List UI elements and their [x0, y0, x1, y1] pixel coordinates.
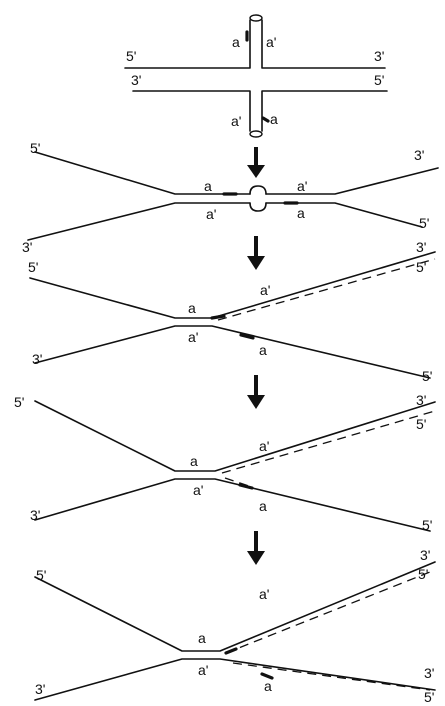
label-a-prime: a' — [266, 34, 276, 50]
label-a-prime: a' — [188, 329, 198, 345]
bottom-strand — [34, 478, 431, 532]
label-a-prime: a' — [206, 206, 216, 222]
label-5prime: 5' — [418, 566, 428, 582]
new-strand — [217, 258, 436, 321]
label-a: a — [297, 205, 305, 221]
bottom-strand — [34, 658, 436, 701]
step-bubble: 5' 3' 3' 5' a a' a' a — [22, 140, 439, 255]
label-a: a — [204, 178, 212, 194]
primer — [238, 483, 254, 490]
label-a-prime: a' — [259, 438, 269, 454]
label-a: a — [259, 498, 267, 514]
label-5prime: 5' — [30, 140, 40, 156]
label-a: a — [188, 300, 196, 316]
label-3prime: 3' — [424, 665, 434, 681]
label-3prime: 3' — [416, 392, 426, 408]
label-a-prime: a' — [198, 662, 208, 678]
top-strand — [34, 400, 436, 472]
label-a-prime: a' — [259, 586, 269, 602]
primer — [261, 116, 270, 123]
top-strand — [124, 19, 386, 69]
label-3prime: 3' — [35, 681, 45, 697]
bottom-strand — [27, 202, 423, 241]
label-3prime: 3' — [131, 72, 141, 88]
top-strand — [29, 251, 436, 319]
new-strand — [232, 662, 431, 691]
step-cruciform: 5' 3' 3' 5' a a' a' a — [124, 14, 388, 138]
label-a: a — [270, 111, 278, 127]
top-strand — [34, 151, 439, 195]
primer — [224, 647, 238, 655]
label-a: a — [232, 34, 240, 50]
label-5prime: 5' — [28, 259, 38, 275]
bottom-strand — [34, 325, 431, 379]
label-a-prime: a' — [260, 282, 270, 298]
label-a-prime: a' — [297, 178, 307, 194]
label-3prime: 3' — [414, 147, 424, 163]
primer — [239, 333, 255, 340]
label-5prime: 5' — [14, 394, 24, 410]
label-a: a — [190, 453, 198, 469]
step-extension-1: 5' 3' 5' 3' 5' a a' a' a — [28, 239, 436, 384]
label-3prime: 3' — [30, 507, 40, 523]
down-arrow — [247, 236, 265, 270]
label-a: a — [198, 630, 206, 646]
label-a: a — [264, 678, 272, 694]
bottom-strand — [132, 90, 388, 132]
down-arrow — [247, 375, 265, 409]
new-strand — [225, 569, 436, 654]
label-5prime: 5' — [126, 48, 136, 64]
step-extension-2: 5' 3' 5' 3' 5' a a' a' a — [14, 392, 436, 533]
primer — [260, 672, 274, 680]
label-5prime: 5' — [416, 416, 426, 432]
label-a: a — [259, 342, 267, 358]
primer — [210, 314, 226, 320]
label-3prime: 3' — [32, 351, 42, 367]
label-5prime: 5' — [422, 368, 432, 384]
new-strand — [221, 410, 436, 474]
label-5prime: 5' — [424, 689, 434, 705]
label-a-prime: a' — [193, 482, 203, 498]
label-a-prime: a' — [231, 113, 241, 129]
step-extension-3: 5' 3' 5' 3' 3' 5' a a' a' a — [34, 547, 436, 705]
label-3prime: 3' — [416, 239, 426, 255]
label-5prime: 5' — [36, 567, 46, 583]
label-5prime: 5' — [416, 259, 426, 275]
label-3prime: 3' — [22, 239, 32, 255]
down-arrow — [247, 531, 265, 565]
top-strand — [34, 561, 436, 652]
label-5prime: 5' — [374, 72, 384, 88]
label-3prime: 3' — [420, 547, 430, 563]
label-5prime: 5' — [419, 215, 429, 231]
label-3prime: 3' — [374, 48, 384, 64]
label-5prime: 5' — [422, 517, 432, 533]
down-arrow — [247, 147, 265, 178]
